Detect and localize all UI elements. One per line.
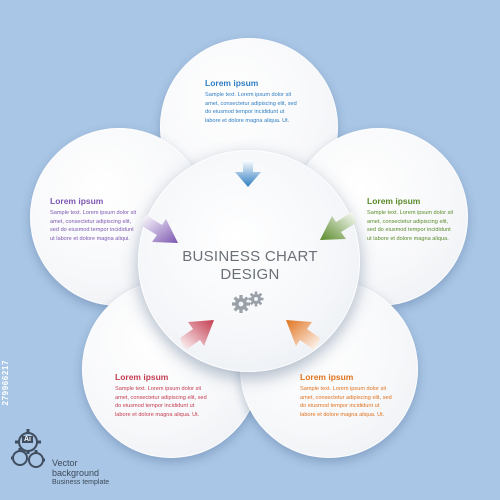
- footer-line-2: background: [52, 468, 100, 478]
- petal-right-line-3: sed do eiusmod tempor incididunt: [367, 227, 451, 233]
- logo-text: Ai: [22, 436, 33, 443]
- petal-bottom-left-text: Sample text. Lorem ipsum dolor sit amet,…: [115, 385, 207, 419]
- arrow-left-icon: [320, 212, 356, 240]
- petal-right-text: Sample text. Lorem ipsum dolor sit amet,…: [367, 209, 453, 243]
- petal-left-line-2: amet, consectetur adipiscing elit,: [50, 218, 132, 225]
- petal-top-text: Sample text. Lorem ipsum dolor sit amet,…: [205, 91, 297, 125]
- petal-bottom-right-line-1: Sample text. Lorem ipsum dolor sit: [300, 386, 387, 392]
- petal-bottom-right-title: Lorem ipsum: [300, 372, 354, 382]
- stock-id: 279966217: [1, 360, 10, 406]
- petal-top-line-3: do eiusmod tempor incididunt ut: [205, 109, 285, 115]
- petal-bottom-left-line-1: Sample text. Lorem ipsum dolor sit: [115, 386, 202, 392]
- petal-left-line-1: Sample text. Lorem ipsum dolor sit: [50, 210, 137, 216]
- petal-bottom-right-text: Sample text. Lorem ipsum dolor sit amet,…: [300, 385, 392, 419]
- petal-bottom-left-line-3: do eiusmod tempor incididunt ut: [115, 403, 195, 409]
- center-title-line-2: DESIGN: [220, 266, 280, 283]
- petal-right-line-4: ut labore et dolore magna aliqua.: [367, 235, 449, 242]
- footer-line-1: Vector: [52, 458, 78, 468]
- petal-left-title: Lorem ipsum: [50, 196, 104, 206]
- center-circle: [138, 150, 360, 372]
- petal-left-text: Sample text. Lorem ipsum dolor sit amet,…: [50, 209, 136, 243]
- petal-right-line-1: Sample text. Lorem ipsum dolor sit: [367, 210, 454, 216]
- petal-right-line-2: amet, consectetur adipiscing elit,: [367, 218, 449, 225]
- petal-bottom-left-line-2: amet, consectetur adipiscing elit, sed: [115, 394, 207, 401]
- petal-right-title: Lorem ipsum: [367, 196, 421, 206]
- arrow-right-icon: [142, 215, 178, 243]
- ai-gears-logo-icon: [11, 429, 45, 468]
- arrow-up-right-icon: [180, 320, 214, 350]
- gears-icon: [232, 291, 264, 313]
- petal-bottom-right-line-4: labore et dolore magna aliqua. Ut.: [300, 411, 385, 418]
- petal-left-line-4: ut labore et dolore magna aliqui.: [50, 235, 130, 242]
- petal-bottom-right-line-2: amet, consectetur adipiscing elit, sed: [300, 394, 392, 401]
- petal-bottom-left-line-4: labore et dolore magna aliqua. Ut.: [115, 411, 200, 418]
- footer-line-3: Business template: [52, 479, 110, 486]
- arrow-down-icon: [235, 160, 261, 187]
- petal-bottom-right-line-3: do eiusmod tempor incididunt ut: [300, 403, 380, 409]
- petal-top-line-2: amet, consectetur adipiscing elit, sed: [205, 100, 297, 107]
- arrow-up-left-icon: [286, 320, 320, 350]
- petal-top-line-4: labore et dolore magna aliqua. Ut.: [205, 117, 290, 124]
- petal-bottom-left-title: Lorem ipsum: [115, 372, 169, 382]
- petal-top-line-1: Sample text. Lorem ipsum dolor sit: [205, 92, 292, 98]
- center-title-line-1: BUSINESS CHART: [182, 248, 318, 265]
- petal-top-title: Lorem ipsum: [205, 78, 259, 88]
- petal-left-line-3: sed do eiusmod tempor incididunt: [50, 227, 134, 233]
